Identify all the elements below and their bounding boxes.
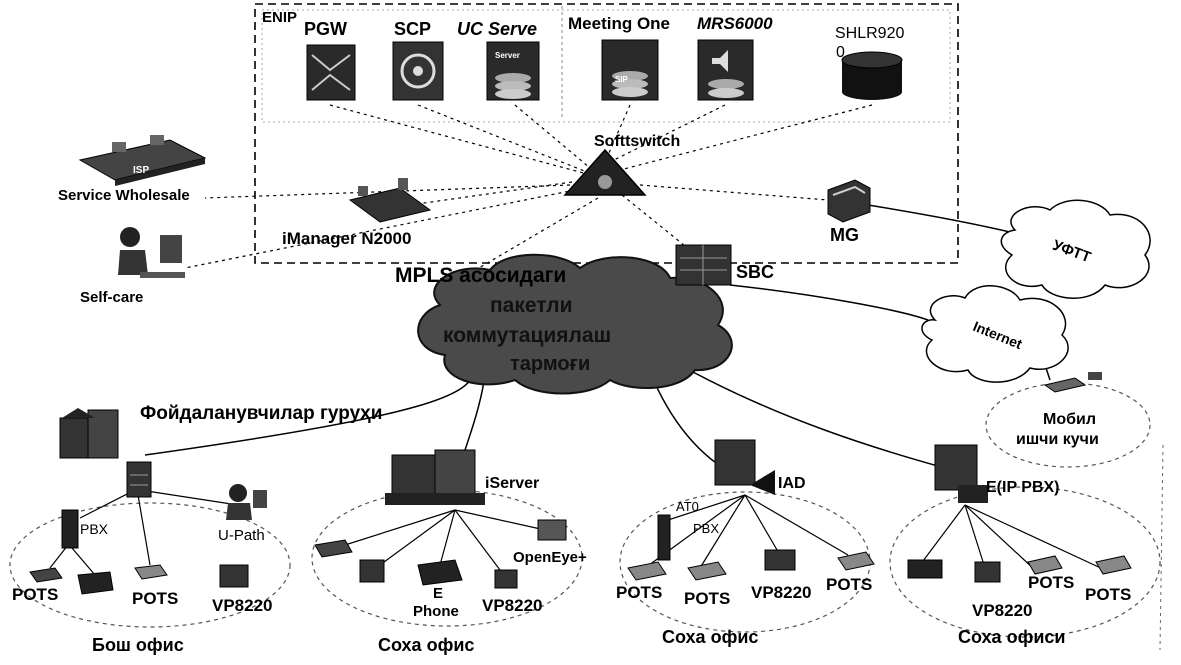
sbc-label: SBC <box>736 262 775 282</box>
head-office-router-icon <box>126 461 152 498</box>
mrs6000-icon <box>697 39 754 101</box>
sip-icon-label: SIP <box>615 75 628 84</box>
sbc-icon <box>675 244 732 286</box>
shlr-label-line1: SHLR920 <box>835 25 905 42</box>
ephone-label-line2: Phone <box>413 603 459 620</box>
isp-icon <box>78 135 207 186</box>
branch2-pbx-icon <box>657 514 671 561</box>
uc-server-label: UC Serve <box>457 19 538 39</box>
mrs6000-label: MRS6000 <box>697 14 773 33</box>
branch2-vp-label: VP8220 <box>751 583 812 602</box>
mobile-device-icon <box>1043 372 1102 393</box>
branch2-pbx-label: PBX <box>693 521 720 536</box>
branch3-pots2-label: POTS <box>1085 585 1132 604</box>
mobile-label-line1: Мобил <box>1043 411 1096 428</box>
softswitch-icon <box>563 148 647 196</box>
imanager-label: iManager N2000 <box>282 229 412 248</box>
iserver-building-icon <box>385 449 485 505</box>
branch3-vp-label: VP8220 <box>972 601 1033 620</box>
mg-label: MG <box>830 225 859 245</box>
head-pots-left-label: POTS <box>12 585 59 604</box>
upath-label: U-Path <box>218 527 265 544</box>
users-group-building-icon <box>59 408 119 459</box>
head-office-phones <box>29 564 249 595</box>
iserver-label: iServer <box>485 475 540 492</box>
pgw-icon <box>306 44 356 101</box>
head-office-caption: Бош офис <box>92 635 184 655</box>
ephone-label-line1: E <box>433 585 444 602</box>
branch2-pots1-label: POTS <box>616 583 663 602</box>
isp-icon-label: ISP <box>133 165 150 176</box>
ato-label: AT0 <box>676 499 699 514</box>
server-icon-label: Server <box>495 51 520 60</box>
network-label-line2: пакетли <box>490 294 573 317</box>
branch1-vp-label: VP8220 <box>482 596 543 615</box>
iad-label: IAD <box>778 475 806 492</box>
branch3-phones <box>907 555 1132 583</box>
softswitch-label: Softtswitch <box>594 133 681 150</box>
uc-server-icon <box>486 41 540 101</box>
ip-pbx-building-icon <box>934 444 988 503</box>
mg-icon <box>827 179 871 223</box>
network-label-line1: MPLS асосидаги <box>395 264 567 287</box>
internet-cloud-shape <box>921 285 1069 383</box>
head-pbx-label: PBX <box>80 521 109 537</box>
head-pots-mid-label: POTS <box>132 589 179 608</box>
users-group-label: Фойдаланувчилар гуруҳи <box>140 403 383 424</box>
network-label-line4: тармоғи <box>510 353 591 375</box>
meeting-one-label: Meeting One <box>568 14 671 33</box>
scp-label: SCP <box>394 19 432 39</box>
pstn-cloud-shape <box>1000 199 1151 299</box>
ippbx-label: E(IP PBX) <box>986 479 1060 496</box>
branch1-devices <box>314 519 567 589</box>
enip-label: ENIP <box>262 9 298 26</box>
service-wholesale-label: Service Wholesale <box>58 187 190 204</box>
shlr-database-icon <box>841 51 903 100</box>
branch3-pots1-label: POTS <box>1028 573 1075 592</box>
openeye-label: OpenEye+ <box>513 549 587 566</box>
branch3-caption: Соха офиси <box>958 627 1066 647</box>
network-label-line3: коммутациялаш <box>443 324 612 347</box>
head-vp-label: VP8220 <box>212 596 273 615</box>
mpls-cloud <box>417 253 733 395</box>
branch2-caption: Соха офис <box>662 627 759 647</box>
iad-building-icon <box>714 439 775 495</box>
branch2-pots3-label: POTS <box>826 575 873 594</box>
office-branch-lines <box>49 489 1106 576</box>
scp-icon <box>392 41 444 101</box>
pbx-tower-icon <box>61 509 79 549</box>
upath-person-icon <box>226 484 267 520</box>
self-care-person-icon <box>118 227 185 278</box>
imanager-icon <box>348 178 432 223</box>
pgw-label: PGW <box>304 19 347 39</box>
self-care-label: Self-care <box>80 289 144 306</box>
mobile-label-line2: ишчи кучи <box>1016 431 1099 448</box>
branch2-pots2-label: POTS <box>684 589 731 608</box>
shlr-label-line2: 0 <box>836 44 845 61</box>
branch2-phones <box>627 549 875 581</box>
right-dashed-edge <box>1159 444 1164 651</box>
branch1-caption: Соха офис <box>378 635 475 655</box>
meeting-one-icon <box>601 39 659 101</box>
